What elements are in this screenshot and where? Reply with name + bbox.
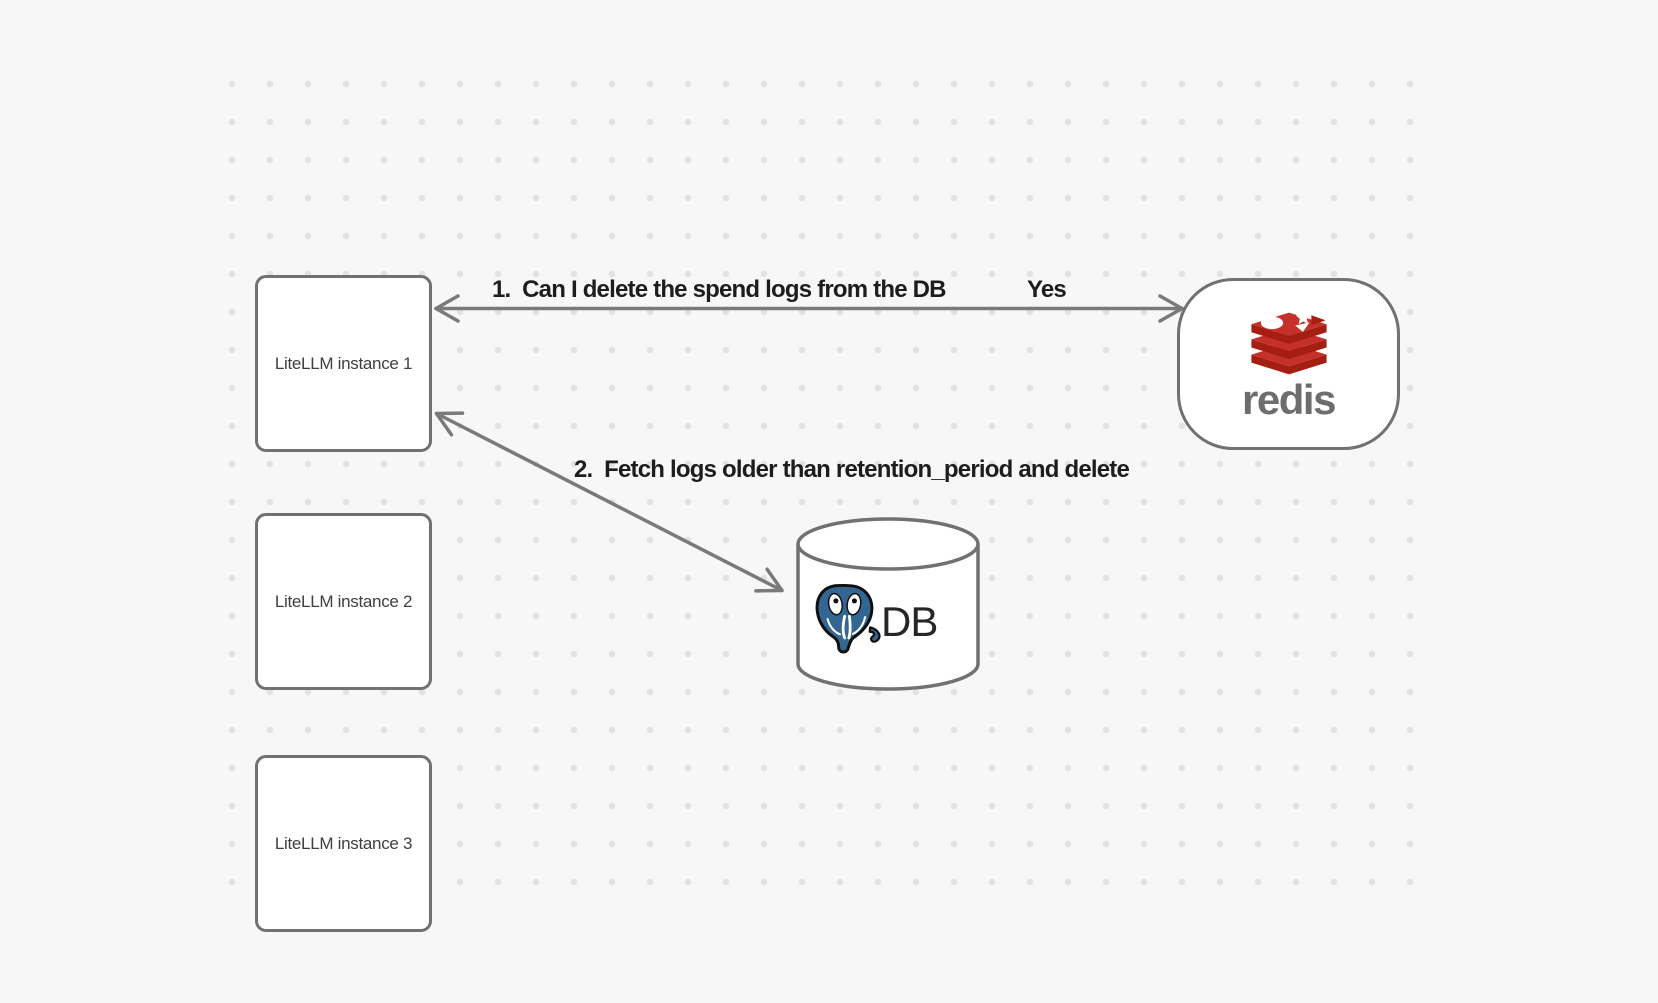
- db-label: DB: [881, 598, 938, 645]
- edge2-label: 2. Fetch logs older than retention_perio…: [574, 456, 1130, 483]
- edge1-label: 1. Can I delete the spend logs from the …: [492, 276, 946, 303]
- node-litellm-instance-3: LiteLLM instance 3: [255, 755, 432, 932]
- node-litellm-instance-2: LiteLLM instance 2: [255, 513, 432, 690]
- edge1-response-label: Yes: [1027, 276, 1067, 303]
- redis-logo-icon: [1250, 309, 1327, 375]
- node-litellm-instance-1-label: LiteLLM instance 1: [274, 354, 413, 373]
- node-redis: redis: [1177, 278, 1400, 450]
- postgres-logo-icon: [815, 583, 881, 654]
- node-litellm-instance-2-label: LiteLLM instance 2: [274, 592, 413, 611]
- redis-wordmark: redis: [1242, 376, 1336, 424]
- node-litellm-instance-1: LiteLLM instance 1: [255, 275, 432, 452]
- node-db: DB: [795, 517, 981, 693]
- node-litellm-instance-3-label: LiteLLM instance 3: [274, 834, 413, 853]
